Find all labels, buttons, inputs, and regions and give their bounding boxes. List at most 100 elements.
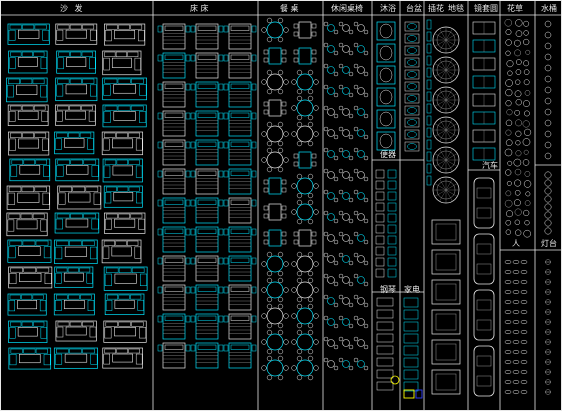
tree-block: [544, 171, 552, 179]
piano-block: [376, 309, 394, 319]
dining-chair: [281, 213, 287, 219]
coffee-table: [64, 353, 88, 363]
plant-block: [515, 119, 523, 127]
person-top-view: [520, 369, 528, 375]
bed-pillow: [164, 286, 184, 292]
nightstand: [190, 199, 196, 207]
rect-carpet: [431, 249, 461, 275]
nightstand: [157, 83, 163, 91]
carpet-pattern: [439, 129, 447, 142]
nightstand: [157, 199, 163, 207]
sofa-seat: [115, 51, 127, 58]
leisure-chair: [353, 21, 359, 27]
bathtub-basin: [379, 67, 393, 83]
plant-block: [505, 190, 512, 197]
dining-chair: [296, 355, 303, 362]
appliance-block: [403, 357, 419, 368]
leisure-table: [342, 150, 350, 158]
dining-chair: [296, 88, 303, 95]
basin-block: [404, 105, 420, 116]
appliance-block: [403, 309, 419, 320]
nightstand: [185, 228, 191, 236]
person-top-view: [504, 369, 512, 375]
dining-chair: [266, 355, 273, 362]
plant-block: [515, 69, 522, 75]
nightstand: [251, 141, 257, 149]
sofa-seat: [69, 24, 82, 30]
sofa-seat: [72, 186, 86, 192]
dining-chair: [263, 205, 269, 211]
person-top-view: [512, 309, 520, 315]
sofa-seat: [104, 78, 118, 84]
dining-chair: [266, 69, 273, 76]
dining-table-round: [296, 307, 314, 325]
dining-chair: [261, 79, 267, 85]
label-bed: 床 床: [190, 4, 209, 13]
dining-table-round: [296, 333, 314, 351]
sofa-seat: [104, 348, 116, 354]
armchair: [57, 57, 64, 70]
dining-table-round: [296, 255, 314, 273]
plant-block: [522, 159, 530, 166]
bed-pillow: [164, 199, 184, 205]
urinal-block: [375, 213, 385, 223]
sofa-block: [54, 239, 98, 264]
dining-chair: [283, 287, 289, 293]
car-windshield: [476, 355, 492, 367]
dining-table-round: [266, 255, 284, 273]
bed-pillow: [164, 112, 184, 118]
leisure-chair: [333, 344, 339, 350]
dining-chair: [261, 365, 267, 371]
rect-carpet-border: [435, 283, 457, 301]
person-top-view: [520, 359, 528, 365]
dining-chair: [266, 166, 273, 173]
leisure-table: [357, 297, 365, 305]
nightstand: [157, 25, 163, 33]
dining-chair: [261, 287, 267, 293]
dining-chair: [266, 121, 273, 128]
leisure-chair: [323, 189, 329, 195]
carpet-pattern: [439, 58, 447, 71]
carpet-pattern: [439, 99, 447, 112]
leisure-table: [327, 150, 335, 158]
plant-block: [523, 30, 529, 36]
coffee-table: [16, 219, 38, 230]
sofa-seat: [57, 321, 70, 327]
dining-table-rect: [298, 21, 312, 39]
dining-chair: [311, 231, 317, 237]
rect-carpet: [431, 279, 461, 305]
dining-chair: [277, 270, 284, 277]
nightstand: [218, 170, 224, 178]
leisure-chair: [353, 210, 359, 216]
armchair: [56, 165, 64, 177]
leisure-chair: [353, 189, 359, 195]
dining-chair: [277, 147, 284, 154]
armchair: [136, 192, 143, 204]
leisure-table: [357, 108, 365, 116]
bed-block: [228, 284, 252, 311]
sofa-seat: [131, 267, 145, 273]
armchair: [103, 57, 110, 71]
leisure-chair: [333, 134, 339, 140]
sofa-seat: [81, 321, 94, 327]
dining-table-rect: [298, 151, 312, 169]
dining-chair: [266, 140, 273, 147]
leisure-table: [327, 360, 335, 368]
sofa-block: [55, 158, 100, 182]
person-top-view: [504, 309, 512, 315]
dining-chair: [266, 36, 273, 43]
nightstand: [157, 315, 163, 323]
piano-block: [376, 321, 394, 331]
plant-block: [515, 99, 522, 106]
plant-block: [515, 229, 522, 236]
dining-chair: [307, 140, 314, 147]
leisure-table: [327, 213, 335, 221]
person-top-view: [520, 379, 528, 385]
sofa-seat: [34, 132, 47, 138]
dining-chair: [263, 179, 269, 185]
leisure-chair: [338, 84, 344, 90]
sofa-seat: [10, 132, 22, 138]
sofa-seat: [8, 186, 22, 192]
dining-table-round: [266, 281, 284, 299]
nightstand: [157, 228, 163, 236]
